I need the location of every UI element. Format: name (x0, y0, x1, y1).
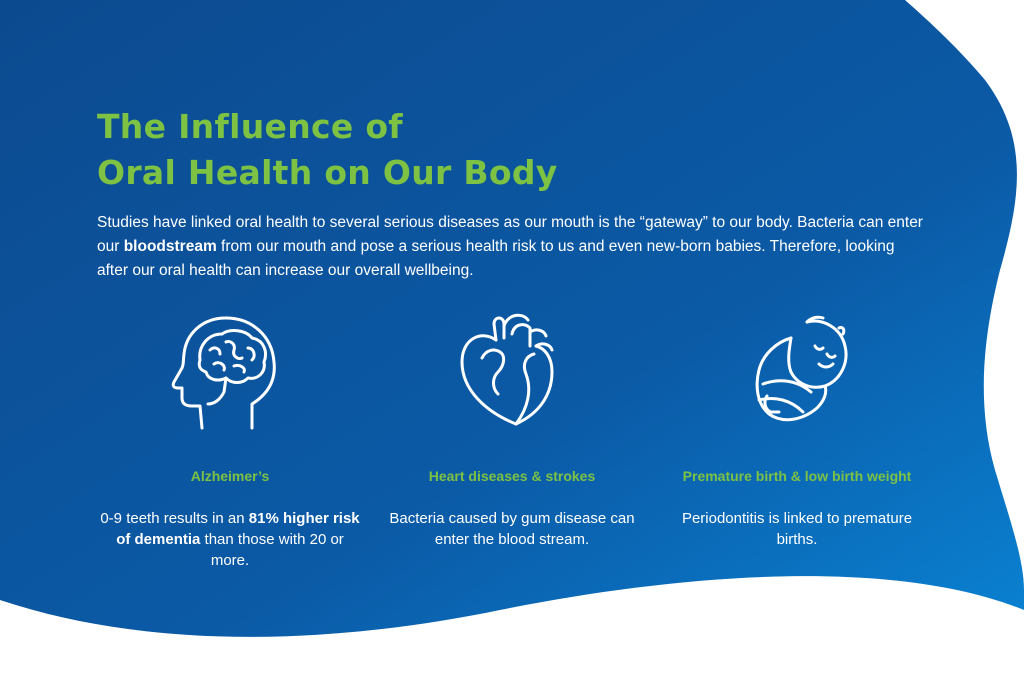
alzheimers-text-bold: 81% higher risk of dementia (116, 510, 360, 548)
page-title: The Influence of Oral Health on Our Body (97, 104, 558, 196)
head-brain-icon (171, 316, 276, 430)
alzheimers-text-2: than those with 20 or more. (200, 531, 344, 569)
title-line-2: Oral Health on Our Body (97, 153, 558, 192)
alzheimers-text: 0-9 teeth results in an 81% higher risk … (100, 508, 360, 571)
intro-text-1: Studies have linked oral health to sever… (97, 214, 923, 255)
alzheimers-heading: Alzheimer’s (190, 468, 270, 484)
intro-paragraph: Studies have linked oral health to sever… (97, 211, 927, 283)
baby-icon (755, 315, 848, 422)
heart-heading: Heart diseases & strokes (428, 468, 596, 484)
heart-card: Heart diseases & strokes Bacteria caused… (362, 300, 662, 550)
premature-birth-text: Periodontitis is linked to premature bir… (681, 510, 913, 548)
heart-icon (460, 313, 554, 426)
premature-birth-heading: Premature birth & low birth weight (682, 468, 912, 484)
intro-bold: bloodstream (123, 238, 217, 255)
alzheimers-text-1: 0-9 teeth results in an (100, 510, 249, 527)
intro-text-2: from our mouth and pose a serious health… (97, 238, 895, 279)
title-line-1: The Influence of (97, 107, 403, 146)
premature-birth-card: Premature birth & low birth weight Perio… (647, 300, 947, 550)
alzheimers-card: Alzheimer’s 0-9 teeth results in an 81% … (80, 300, 380, 571)
heart-text: Bacteria caused by gum disease can enter… (389, 510, 635, 548)
